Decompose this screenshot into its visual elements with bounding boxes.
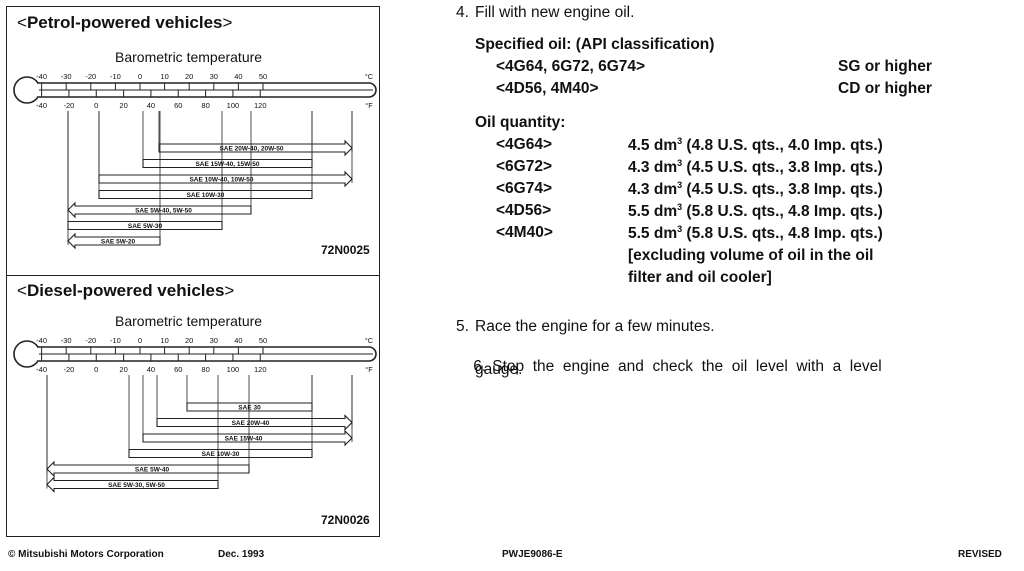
band-label: SAE 5W-40, 5W-50 bbox=[135, 208, 192, 215]
band-label: SAE 5W-30 bbox=[128, 223, 163, 230]
celsius-unit: °C bbox=[365, 336, 374, 345]
celsius-tick-label: -10 bbox=[110, 72, 121, 81]
fahrenheit-tick-label: -40 bbox=[36, 101, 47, 110]
band-shape bbox=[67, 232, 161, 250]
procedure-text: 4.Fill with new engine oil. Specified oi… bbox=[440, 0, 1024, 571]
celsius-tick-label: 30 bbox=[210, 72, 218, 81]
fahrenheit-tick-label: -40 bbox=[36, 365, 47, 374]
fahrenheit-tick-label: 40 bbox=[147, 365, 155, 374]
celsius-tick-label: -40 bbox=[36, 72, 47, 81]
celsius-unit: °C bbox=[365, 72, 374, 81]
oil-viscosity-figure: <Petrol-powered vehicles> Barometric tem… bbox=[6, 6, 380, 537]
diesel-section-title: <Diesel-powered vehicles> bbox=[17, 281, 235, 300]
petrol-figure-code: 72N0025 bbox=[321, 243, 370, 257]
celsius-tick-label: -20 bbox=[85, 336, 96, 345]
step-5: 5.Race the engine for a few minutes. bbox=[456, 318, 715, 335]
oil-range-band: SAE 30 bbox=[186, 375, 313, 412]
oil-range-band: SAE 5W-30, 5W-50 bbox=[46, 375, 219, 493]
fahrenheit-tick-label: 20 bbox=[119, 101, 127, 110]
oil-range-band: SAE 10W-30 bbox=[98, 111, 313, 200]
oil-range-band: SAE 20W-40 bbox=[156, 375, 353, 431]
celsius-tick-label: 40 bbox=[234, 336, 242, 345]
celsius-tick-label: -20 bbox=[85, 72, 96, 81]
spec-grade-1: SG or higher bbox=[838, 58, 932, 75]
celsius-tick-label: 10 bbox=[160, 336, 168, 345]
band-label: SAE 20W-40 bbox=[232, 420, 270, 427]
oil-range-band: SAE 10W-30 bbox=[128, 375, 313, 459]
fahrenheit-tick-label: 100 bbox=[227, 101, 240, 110]
spec-engine-2: <4D56, 4M40> bbox=[496, 80, 599, 97]
celsius-tick-label: 50 bbox=[259, 72, 267, 81]
spec-heading: Specified oil: (API classification) bbox=[475, 36, 715, 53]
band-shape bbox=[98, 170, 353, 188]
oil-range-band: SAE 15W-40, 15W-50 bbox=[142, 111, 313, 169]
step-4: 4.Fill with new engine oil. bbox=[456, 4, 635, 21]
celsius-tick-label: 40 bbox=[234, 72, 242, 81]
step-6-cont: gauge. bbox=[475, 361, 523, 378]
band-label: SAE 5W-30, 5W-50 bbox=[108, 482, 165, 489]
band-shape bbox=[98, 189, 313, 200]
petrol-baro-label: Barometric temperature bbox=[115, 49, 263, 65]
celsius-tick-label: 20 bbox=[185, 72, 193, 81]
band-shape bbox=[46, 460, 250, 478]
fahrenheit-tick-label: -20 bbox=[64, 101, 75, 110]
oil-range-band: SAE 5W-20 bbox=[67, 111, 161, 250]
band-label: SAE 15W-40 bbox=[225, 436, 263, 443]
oil-range-band: SAE 20W-40, 20W-50 bbox=[158, 111, 353, 157]
band-label: SAE 30 bbox=[238, 405, 261, 412]
celsius-tick-label: -30 bbox=[61, 72, 72, 81]
fahrenheit-tick-label: 100 bbox=[227, 365, 240, 374]
fahrenheit-tick-label: 0 bbox=[94, 365, 98, 374]
fahrenheit-tick-label: -20 bbox=[64, 365, 75, 374]
footer-doc-id: PWJE9086-E bbox=[502, 549, 563, 560]
celsius-tick-label: 50 bbox=[259, 336, 267, 345]
band-shape bbox=[128, 448, 313, 459]
step-6: 6.Stop the engine and check the oil leve… bbox=[473, 358, 882, 375]
band-shape bbox=[156, 414, 353, 431]
band-shape bbox=[46, 476, 219, 493]
fahrenheit-tick-label: 120 bbox=[254, 101, 267, 110]
band-label: SAE 5W-40 bbox=[135, 467, 170, 474]
diesel-figure-code: 72N0026 bbox=[321, 513, 370, 527]
fahrenheit-tick-label: 120 bbox=[254, 365, 267, 374]
celsius-tick-label: 0 bbox=[138, 72, 142, 81]
band-shape bbox=[158, 139, 353, 157]
celsius-tick-label: 20 bbox=[185, 336, 193, 345]
fahrenheit-tick-label: 60 bbox=[174, 101, 182, 110]
band-label: SAE 5W-20 bbox=[101, 239, 136, 246]
band-shape bbox=[142, 429, 353, 447]
fahrenheit-tick-label: 60 bbox=[174, 365, 182, 374]
qty-note-2: filter and oil cooler] bbox=[628, 269, 772, 286]
band-label: SAE 10W-30 bbox=[187, 192, 225, 199]
petrol-section-title: <Petrol-powered vehicles> bbox=[17, 13, 233, 32]
qty-note-1: [excluding volume of oil in the oil bbox=[628, 247, 874, 264]
qty-heading: Oil quantity: bbox=[475, 114, 566, 131]
celsius-tick-label: 0 bbox=[138, 336, 142, 345]
spec-engine-1: <4G64, 6G72, 6G74> bbox=[496, 58, 646, 75]
celsius-tick-label: -40 bbox=[36, 336, 47, 345]
oil-range-band: SAE 15W-40 bbox=[142, 375, 353, 447]
footer-date: Dec. 1993 bbox=[218, 549, 265, 560]
petrol-temperature-chart: -40 -30 -20 -10 0 10 20 30 40 50 °C -40 -20 0 20 40 60 80… bbox=[13, 72, 377, 250]
celsius-tick-label: 30 bbox=[210, 336, 218, 345]
celsius-tick-label: -10 bbox=[110, 336, 121, 345]
spec-grade-2: CD or higher bbox=[838, 80, 932, 97]
celsius-tick-label: -30 bbox=[61, 336, 72, 345]
band-label: SAE 15W-40, 15W-50 bbox=[195, 161, 259, 168]
band-label: SAE 10W-30 bbox=[202, 451, 240, 458]
fahrenheit-tick-label: 20 bbox=[119, 365, 127, 374]
section-divider bbox=[7, 275, 379, 276]
fahrenheit-tick-label: 80 bbox=[201, 101, 209, 110]
footer-status: REVISED bbox=[958, 549, 1002, 560]
celsius-tick-label: 10 bbox=[160, 72, 168, 81]
fahrenheit-unit: °F bbox=[365, 365, 373, 374]
fahrenheit-unit: °F bbox=[365, 101, 373, 110]
fahrenheit-tick-label: 80 bbox=[201, 365, 209, 374]
diesel-baro-label: Barometric temperature bbox=[115, 313, 263, 329]
band-label: SAE 20W-40, 20W-50 bbox=[219, 146, 283, 153]
fahrenheit-tick-label: 40 bbox=[147, 101, 155, 110]
diesel-temperature-chart: -40 -30 -20 -10 0 10 20 30 40 50 °C -40 -20 0 20 40 60 80… bbox=[13, 336, 377, 493]
fahrenheit-tick-label: 0 bbox=[94, 101, 98, 110]
footer-copyright: © Mitsubishi Motors Corporation bbox=[8, 549, 164, 560]
